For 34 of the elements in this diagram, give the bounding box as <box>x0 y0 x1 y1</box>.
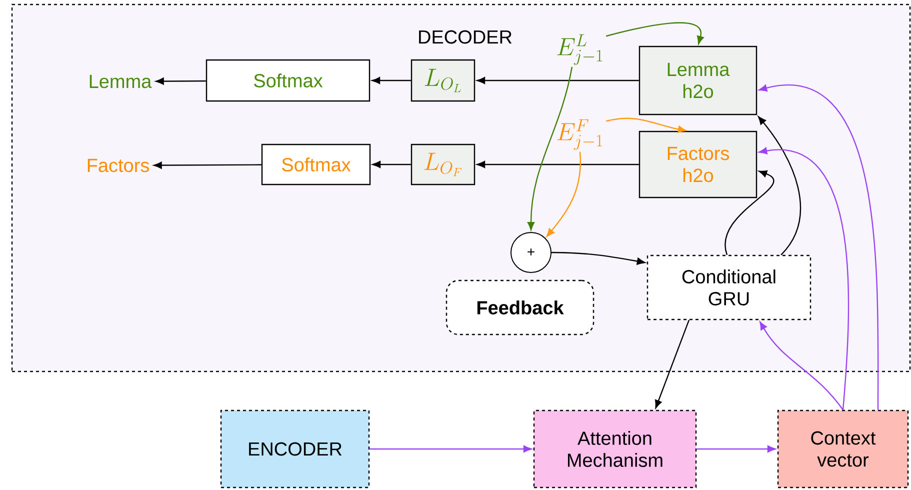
arrow <box>724 170 774 255</box>
arrow <box>552 252 646 265</box>
embedding-formula: $E^{L}_{j-1}$ <box>557 34 602 65</box>
context-box: Context vector <box>777 410 909 488</box>
arrow <box>154 162 262 169</box>
loss-box: $L_{O_F}$ <box>410 144 476 186</box>
arrow <box>606 22 704 44</box>
arrow <box>156 78 206 85</box>
output-label: Lemma <box>90 74 152 88</box>
arrow <box>606 118 686 133</box>
softmax-box: Softmax <box>206 59 370 102</box>
arrow <box>370 445 532 453</box>
arrow <box>696 445 776 453</box>
arrow <box>476 76 639 84</box>
arrow <box>758 147 849 410</box>
arrow <box>760 322 844 410</box>
arrow <box>372 160 411 168</box>
arrow <box>758 84 879 410</box>
arrow <box>758 116 801 256</box>
arrow <box>372 76 411 84</box>
output-label: Factors <box>88 158 149 172</box>
arrow <box>476 160 639 168</box>
loss-box: $L_{O_L}$ <box>410 59 476 102</box>
arrow <box>655 320 690 408</box>
feedback-box: Feedback <box>446 280 594 336</box>
h2o-box: Factors h2o <box>638 130 758 198</box>
softmax-box: Softmax <box>261 144 371 186</box>
h2o-box: Lemma h2o <box>638 46 758 116</box>
embedding-formula: $E^{F}_{j-1}$ <box>557 119 602 150</box>
arrow <box>546 152 582 237</box>
gru-box: Conditional GRU <box>646 254 812 320</box>
encoder-box: ENCODER <box>220 410 370 488</box>
arrow <box>527 66 573 230</box>
attention-box: Attention Mechanism <box>533 410 697 488</box>
